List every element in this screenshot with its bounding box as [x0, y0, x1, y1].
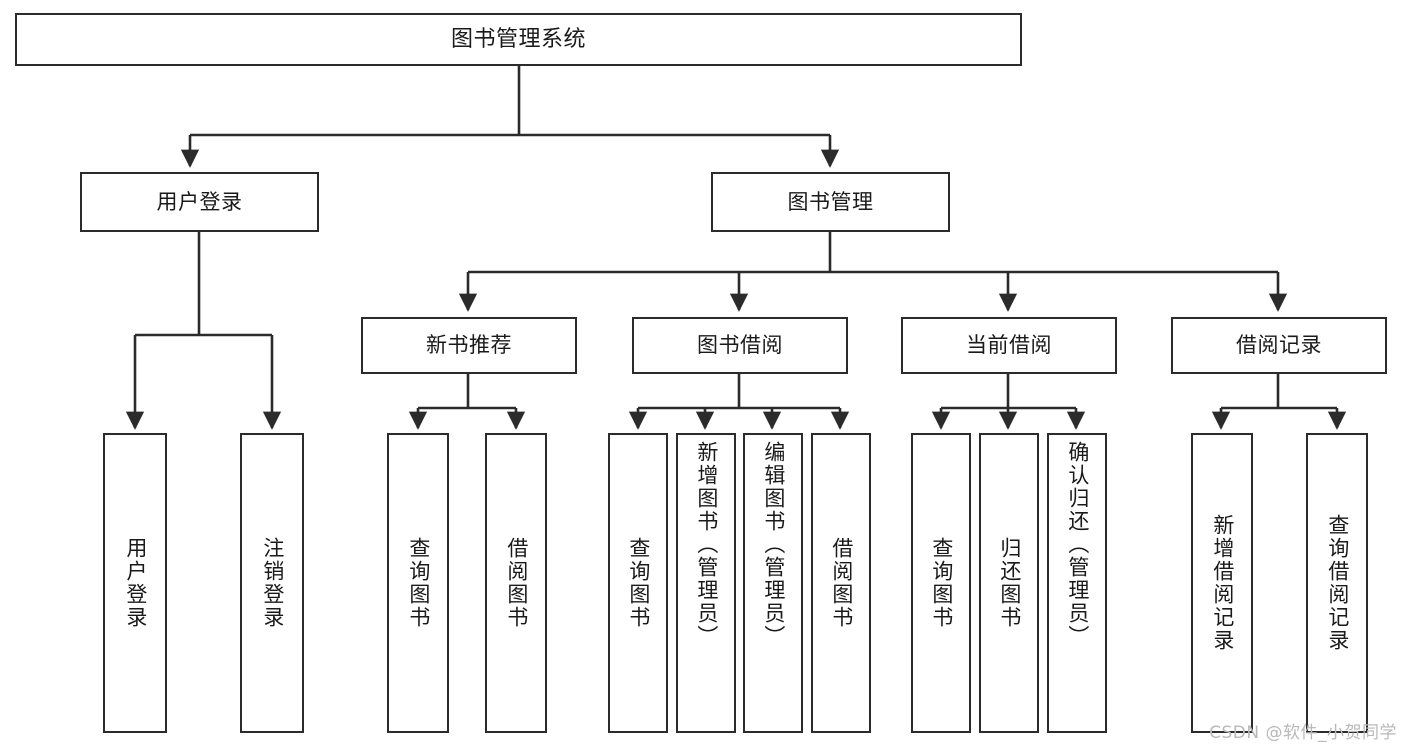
node-leaf-query-book-2[interactable]: 查询图书	[608, 433, 668, 733]
node-leaf-add-book[interactable]: 新增图书（管理员）	[676, 433, 736, 733]
node-leaf-borrow-book-2-label: 借阅图书	[829, 537, 854, 629]
node-leaf-query-book-1[interactable]: 查询图书	[387, 433, 449, 733]
node-leaf-edit-book-label: 编辑图书（管理员）	[761, 441, 786, 648]
node-user-login[interactable]: 用户登录	[80, 172, 319, 232]
node-leaf-query-record-label: 查询借阅记录	[1325, 514, 1350, 652]
node-leaf-query-book-1-label: 查询图书	[406, 537, 431, 629]
node-leaf-borrow-book-1[interactable]: 借阅图书	[485, 433, 547, 733]
node-book-borrow-label: 图书借阅	[697, 333, 783, 358]
node-borrow-record[interactable]: 借阅记录	[1171, 317, 1387, 374]
node-leaf-add-record[interactable]: 新增借阅记录	[1191, 433, 1253, 733]
node-leaf-logout[interactable]: 注销登录	[240, 433, 304, 733]
node-leaf-query-book-3[interactable]: 查询图书	[911, 433, 971, 733]
node-leaf-add-book-label: 新增图书（管理员）	[694, 441, 719, 648]
node-leaf-query-book-3-label: 查询图书	[929, 537, 954, 629]
node-new-book-recommend[interactable]: 新书推荐	[361, 317, 577, 374]
node-leaf-edit-book[interactable]: 编辑图书（管理员）	[743, 433, 803, 733]
node-root-system[interactable]: 图书管理系统	[15, 13, 1022, 66]
node-leaf-return-book-label: 归还图书	[997, 537, 1022, 629]
node-current-borrow-label: 当前借阅	[966, 333, 1052, 358]
node-leaf-borrow-book-2[interactable]: 借阅图书	[811, 433, 871, 733]
node-leaf-user-login-label: 用户登录	[123, 537, 148, 629]
node-book-borrow[interactable]: 图书借阅	[632, 317, 848, 374]
node-book-management[interactable]: 图书管理	[711, 172, 950, 232]
node-leaf-borrow-book-1-label: 借阅图书	[504, 537, 529, 629]
node-root-system-label: 图书管理系统	[450, 26, 586, 52]
node-leaf-user-login[interactable]: 用户登录	[103, 433, 167, 733]
node-leaf-confirm-return-label: 确认归还（管理员）	[1065, 441, 1090, 648]
node-book-management-label: 图书管理	[787, 189, 874, 214]
node-borrow-record-label: 借阅记录	[1236, 333, 1322, 358]
node-user-login-label: 用户登录	[156, 189, 243, 214]
csdn-watermark: CSDN @软件_小贺同学	[1209, 723, 1397, 743]
node-leaf-query-record[interactable]: 查询借阅记录	[1306, 433, 1368, 733]
node-leaf-logout-label: 注销登录	[260, 537, 285, 629]
node-leaf-confirm-return[interactable]: 确认归还（管理员）	[1047, 433, 1107, 733]
node-leaf-query-book-2-label: 查询图书	[626, 537, 651, 629]
node-new-book-recommend-label: 新书推荐	[426, 333, 512, 358]
node-leaf-add-record-label: 新增借阅记录	[1210, 514, 1235, 652]
node-current-borrow[interactable]: 当前借阅	[901, 317, 1117, 374]
node-leaf-return-book[interactable]: 归还图书	[979, 433, 1039, 733]
